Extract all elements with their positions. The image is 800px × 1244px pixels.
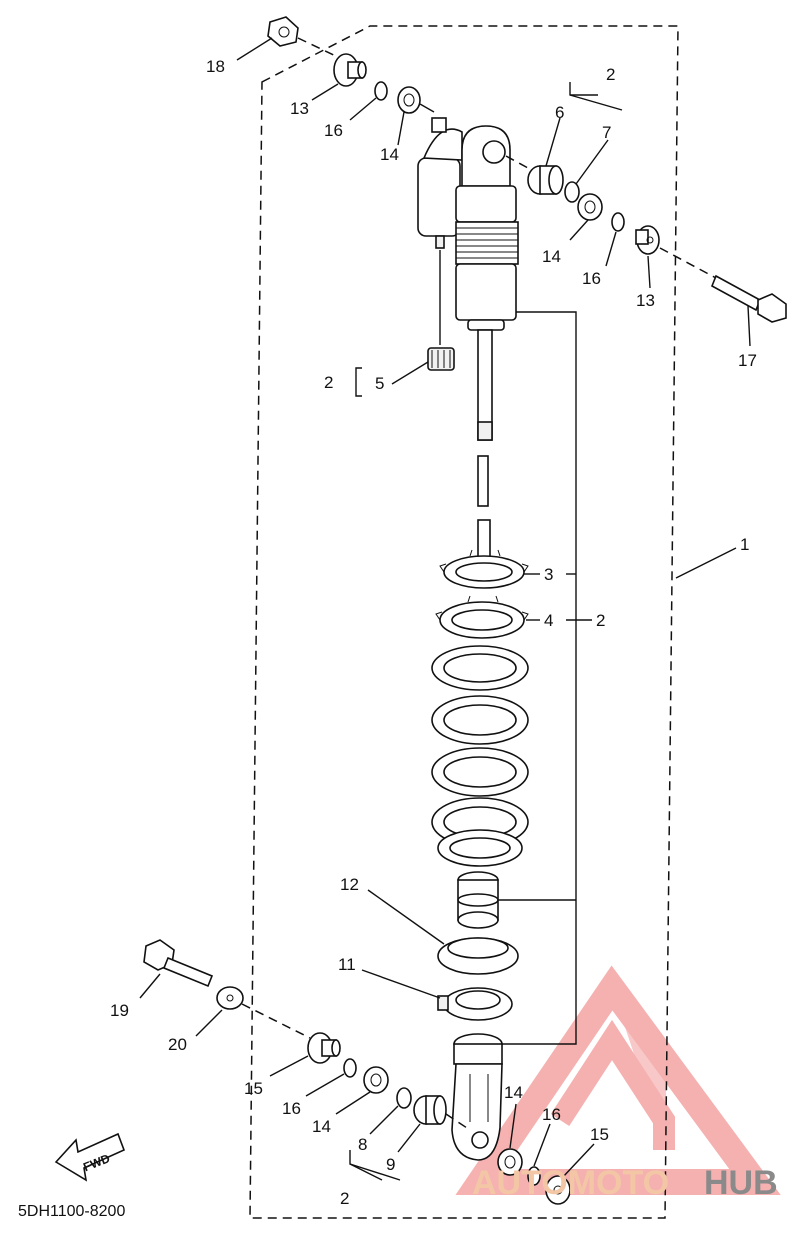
label-7: 7	[602, 123, 611, 142]
part-labels: 18 13 16 14 2 6 7 14 16 13 17 2 5 3 4 2 …	[110, 57, 757, 1208]
spring-adjust-ring-4	[435, 595, 529, 639]
label-2-ring: 2	[596, 611, 605, 630]
lower-left-hardware	[143, 939, 471, 1131]
watermark-text: AUTOMOTO HUB	[472, 1164, 778, 1202]
coil-spring	[431, 645, 529, 867]
label-2-knob: 2	[324, 373, 333, 392]
right-mount-hardware	[505, 155, 787, 323]
label-8: 8	[358, 1135, 367, 1154]
label-17: 17	[738, 351, 757, 370]
washer-20	[216, 986, 244, 1010]
label-11: 11	[338, 955, 356, 974]
label-9: 9	[386, 1155, 395, 1174]
watermark-part-a: AUTOMOTO	[472, 1164, 669, 1202]
label-14-top: 14	[380, 145, 399, 164]
bolt-19	[143, 939, 214, 988]
circlip-8	[396, 1087, 412, 1109]
drawing-code: 5DH1100-8200	[18, 1203, 125, 1220]
bearing-9	[413, 1095, 447, 1125]
collar-15-bottom-right	[545, 1175, 571, 1205]
oil-seal-14-bottom-right	[497, 1148, 523, 1176]
watermark-part-b: HUB	[704, 1164, 778, 1202]
nut-18	[267, 16, 299, 47]
circlip-7	[564, 181, 580, 203]
assembly-boundary	[249, 25, 679, 1219]
oil-seal-14-top	[397, 86, 421, 114]
o-ring-16-bottom-right	[527, 1166, 541, 1186]
spring-guide-12	[437, 937, 519, 975]
bearing-6	[527, 165, 564, 195]
lower-right-hardware	[497, 1148, 571, 1205]
label-14-right: 14	[542, 247, 561, 266]
label-20: 20	[168, 1035, 187, 1054]
assembly-bracket-1	[498, 311, 737, 1045]
spring-lock-ring-3	[439, 549, 529, 589]
label-19: 19	[110, 1001, 129, 1020]
fwd-arrow-icon: FWD	[54, 1132, 126, 1182]
shock-main-body	[455, 125, 519, 561]
lower-clevis	[451, 1033, 503, 1161]
label-2-bottom: 2	[340, 1189, 349, 1208]
adjuster-knob-5	[427, 347, 455, 371]
o-ring-16-top	[374, 81, 388, 101]
spring-seat-clip-11	[437, 987, 513, 1021]
label-15-bottom: 15	[590, 1125, 609, 1144]
label-16-bottom: 16	[542, 1105, 561, 1124]
leader-lines	[139, 37, 751, 1181]
bump-stopper	[457, 871, 499, 929]
label-3: 3	[544, 565, 553, 584]
label-16-top: 16	[324, 121, 343, 140]
label-15-left: 15	[244, 1079, 263, 1098]
label-18: 18	[206, 57, 225, 76]
label-4: 4	[544, 611, 553, 630]
label-16-left: 16	[282, 1099, 301, 1118]
top-mount-hardware	[267, 16, 435, 114]
o-ring-16-right	[611, 212, 625, 232]
collar-15-bottom-left	[307, 1032, 341, 1064]
oil-seal-14-right	[577, 193, 603, 221]
shock-reservoir	[417, 117, 463, 371]
label-14-bottom: 14	[504, 1083, 523, 1102]
label-2-top: 2	[606, 65, 615, 84]
collar-13-top	[333, 53, 367, 87]
collar-13-right	[635, 225, 660, 255]
watermark-logo	[455, 965, 781, 1195]
o-ring-16-bottom-left	[343, 1058, 357, 1078]
label-16-right: 16	[582, 269, 601, 288]
label-13-top: 13	[290, 99, 309, 118]
label-5: 5	[375, 374, 384, 393]
label-13-right: 13	[636, 291, 655, 310]
oil-seal-14-bottom-left	[363, 1066, 389, 1094]
label-1: 1	[740, 535, 749, 554]
label-12: 12	[340, 875, 359, 894]
label-6: 6	[555, 103, 564, 122]
bolt-17	[710, 274, 787, 323]
label-14-left: 14	[312, 1117, 331, 1136]
